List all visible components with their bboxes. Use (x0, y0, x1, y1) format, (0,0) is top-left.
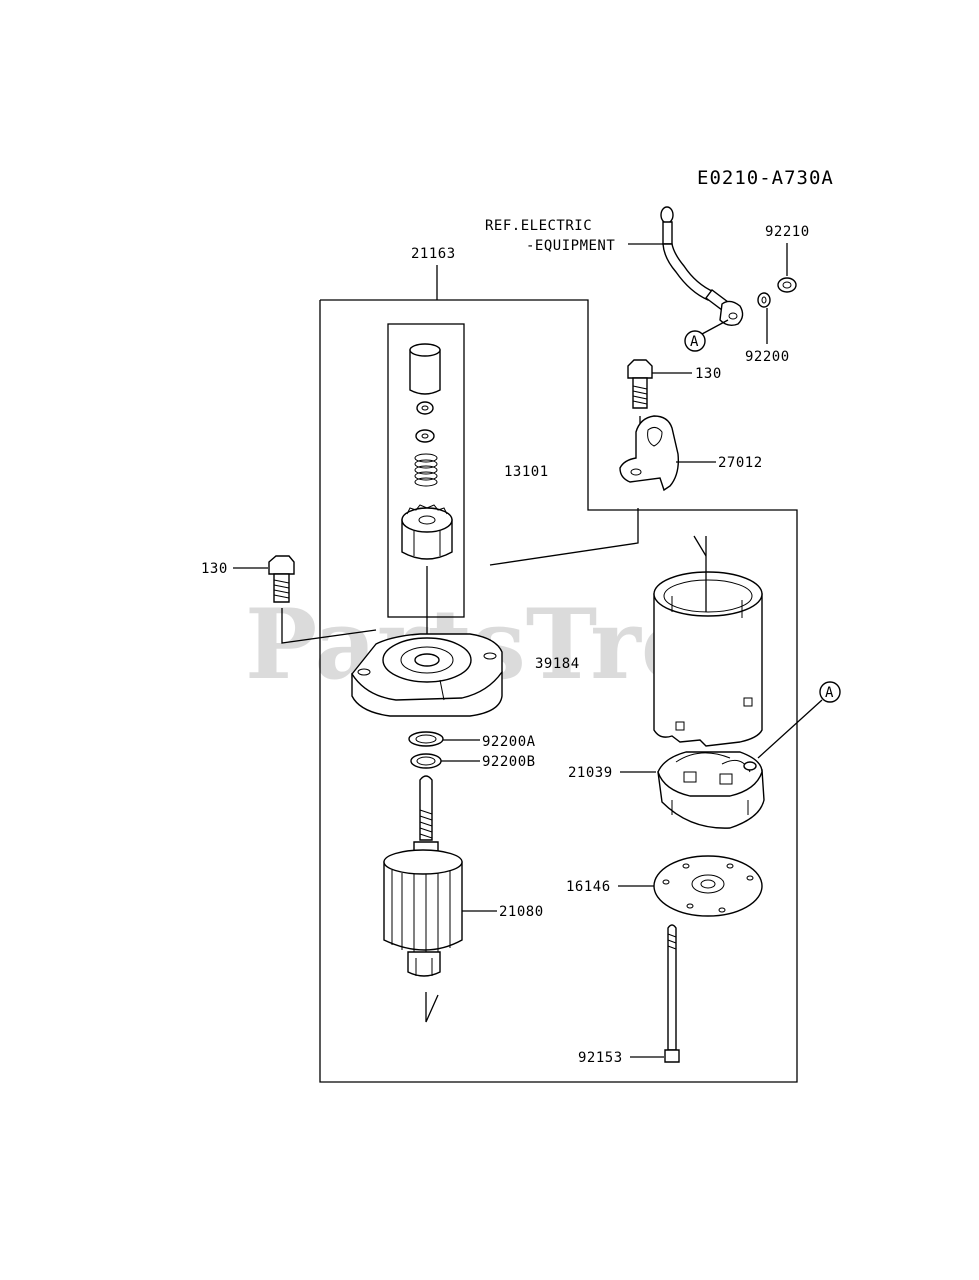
part-label-92210[interactable]: 92210 (765, 224, 810, 240)
part-label-13101[interactable]: 13101 (504, 464, 549, 480)
leader-callout-a-right (757, 699, 823, 759)
part-label-21039[interactable]: 21039 (568, 765, 613, 781)
ref-label-line1: REF.ELECTRIC (485, 218, 592, 234)
diagram-code: E0210-A730A (697, 167, 834, 189)
pinion-cap (409, 343, 441, 395)
washer-92200 (757, 292, 771, 308)
nut-92210 (777, 277, 797, 293)
part-label-92200[interactable]: 92200 (745, 349, 790, 365)
front-bracket-39184 (351, 633, 503, 717)
yoke-line-a (693, 535, 707, 557)
armature-21080 (383, 775, 463, 977)
part-label-21080[interactable]: 21080 (499, 904, 544, 920)
bracket-27012-path (489, 508, 639, 566)
pinion-nut (416, 401, 434, 415)
bolt-130-left-path (281, 608, 377, 644)
part-label-16146[interactable]: 16146 (566, 879, 611, 895)
part-label-92200A[interactable]: 92200A (482, 734, 536, 750)
washer-92200A (408, 731, 444, 747)
assembly-outline (319, 299, 798, 1083)
brush-holder-21039 (657, 751, 765, 829)
bolt-130-left (268, 555, 295, 603)
part-label-39184[interactable]: 39184 (535, 656, 580, 672)
part-label-130-top[interactable]: 130 (695, 366, 722, 382)
yoke (653, 571, 763, 747)
pinion-spring (414, 453, 438, 487)
washer-92200B (410, 753, 442, 769)
part-label-130-left[interactable]: 130 (201, 561, 228, 577)
callout-a-right: A (819, 681, 841, 703)
leader-callout-a-top (701, 319, 729, 335)
part-label-27012[interactable]: 27012 (718, 455, 763, 471)
battery-cable (660, 206, 744, 327)
bolt-130-top (627, 359, 653, 409)
part-label-21163[interactable]: 21163 (411, 246, 456, 262)
pinion-kit-box (387, 323, 465, 618)
end-cover-16146 (653, 855, 763, 917)
callout-a-top: A (684, 330, 706, 352)
pinion-gear (401, 504, 453, 560)
part-label-92200B[interactable]: 92200B (482, 754, 536, 770)
svg-text:A: A (825, 685, 834, 701)
ref-label-line2: -EQUIPMENT (526, 238, 615, 254)
svg-text:A: A (690, 334, 699, 350)
part-label-92153[interactable]: 92153 (578, 1050, 623, 1066)
through-bolt-92153 (664, 924, 680, 1063)
armature-center-line (425, 992, 439, 1023)
bracket-27012 (619, 415, 680, 492)
pinion-washer (415, 429, 435, 443)
